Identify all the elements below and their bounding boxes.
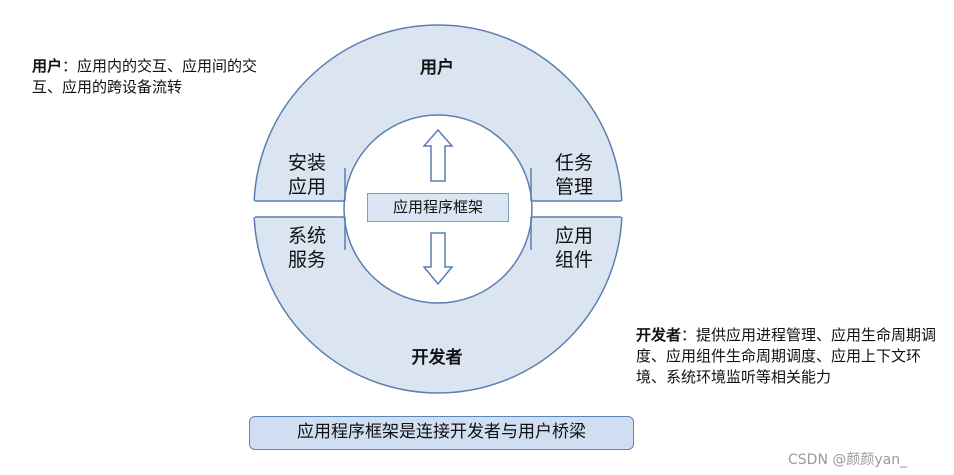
user-note-title: 用户 bbox=[32, 57, 63, 75]
developer-note: 开发者：提供应用进程管理、应用生命周期调度、应用组件生命周期调度、应用上下文环境… bbox=[636, 325, 946, 388]
segment-install-line2: 应用 bbox=[287, 176, 326, 198]
arrow-down-icon bbox=[422, 232, 454, 286]
segment-component-line1: 应用 bbox=[554, 225, 593, 247]
segment-task-management: 任务 管理 bbox=[548, 151, 600, 199]
developer-note-title: 开发者 bbox=[636, 326, 682, 344]
bottom-caption-box: 应用程序框架是连接开发者与用户桥梁 bbox=[249, 416, 634, 450]
segment-system-line1: 系统 bbox=[287, 225, 326, 247]
segment-component-line2: 组件 bbox=[554, 249, 593, 271]
segment-task-line2: 管理 bbox=[554, 176, 593, 198]
segment-app-component: 应用 组件 bbox=[548, 224, 600, 272]
segment-system-line2: 服务 bbox=[287, 249, 326, 271]
ring-label-user: 用户 bbox=[420, 58, 454, 78]
arrow-up-icon bbox=[422, 128, 454, 182]
segment-install-line1: 安装 bbox=[287, 152, 326, 174]
segment-install-app: 安装 应用 bbox=[281, 151, 333, 199]
user-note: 用户：应用内的交互、应用间的交互、应用的跨设备流转 bbox=[32, 56, 262, 98]
segment-task-line1: 任务 bbox=[554, 152, 593, 174]
ring-label-developer: 开发者 bbox=[411, 348, 463, 368]
segment-system-service: 系统 服务 bbox=[281, 224, 333, 272]
developer-note-body: ：提供应用进程管理、应用生命周期调度、应用组件生命周期调度、应用上下文环境、系统… bbox=[636, 326, 937, 386]
watermark: CSDN @颜颜yan_ bbox=[788, 452, 908, 468]
framework-box: 应用程序框架 bbox=[367, 193, 509, 222]
user-note-body: ：应用内的交互、应用间的交互、应用的跨设备流转 bbox=[32, 57, 258, 96]
